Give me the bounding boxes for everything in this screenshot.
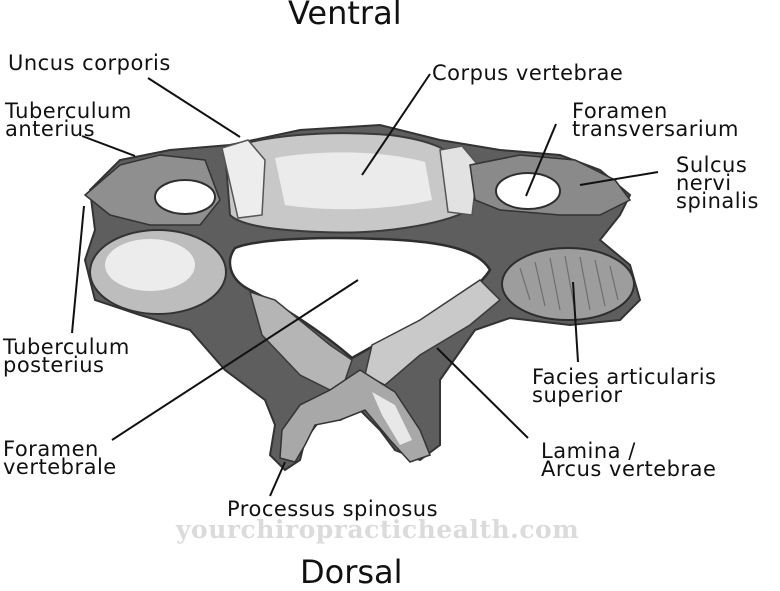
pointer-processus-spinosus bbox=[269, 461, 286, 497]
label-tuberculum-anterius: Tuberculum anterius bbox=[5, 99, 132, 141]
label-foramen-vertebrale: Foramen vertebrale bbox=[3, 437, 117, 479]
lamina-left bbox=[248, 290, 353, 397]
label-facies-articularis: Facies articularis superior bbox=[532, 365, 717, 407]
corpus-highlight bbox=[275, 152, 432, 210]
title-dorsal: Dorsal bbox=[300, 553, 403, 591]
pointer-lamina bbox=[436, 347, 529, 439]
label-uncus-corporis: Uncus corporis bbox=[8, 51, 171, 75]
spinosus-highlight bbox=[372, 392, 412, 445]
pointer-foramen-vertebrale bbox=[111, 279, 359, 441]
label-lamina-arcus: Lamina / Arcus vertebrae bbox=[541, 439, 717, 481]
label-processus-spinosus: Processus spinosus bbox=[227, 497, 439, 521]
facet-striations bbox=[519, 255, 619, 312]
label-foramen-transversarium: Foramen transversarium bbox=[572, 99, 740, 141]
pointer-uncus-corporis bbox=[147, 77, 241, 138]
pointer-tuberculum-anterius bbox=[81, 135, 136, 157]
title-ventral: Ventral bbox=[288, 0, 402, 32]
left-articular-highlight bbox=[105, 239, 195, 291]
pointer-facies-articularis bbox=[572, 281, 579, 363]
label-tuberculum-posterius: Tuberculum posterius bbox=[3, 335, 130, 377]
pointer-sulcus-nervi bbox=[579, 171, 659, 186]
pointer-corpus-vertebrae bbox=[361, 73, 431, 176]
uncus-left-shape bbox=[221, 139, 266, 219]
watermark: yourchiropractichealth.com bbox=[176, 515, 580, 544]
pointer-tuberculum-posterius bbox=[71, 205, 85, 334]
processus-spinosus-shape bbox=[279, 369, 431, 463]
pointer-foramen-transversarium bbox=[525, 123, 557, 197]
label-corpus-vertebrae: Corpus vertebrae bbox=[432, 61, 624, 85]
right-facies-articularis bbox=[501, 247, 635, 321]
pointer-lines bbox=[71, 73, 659, 497]
label-sulcus-nervi-spinalis: Sulcus nervi spinalis bbox=[676, 153, 759, 213]
left-foramen-transversarium bbox=[154, 179, 216, 215]
